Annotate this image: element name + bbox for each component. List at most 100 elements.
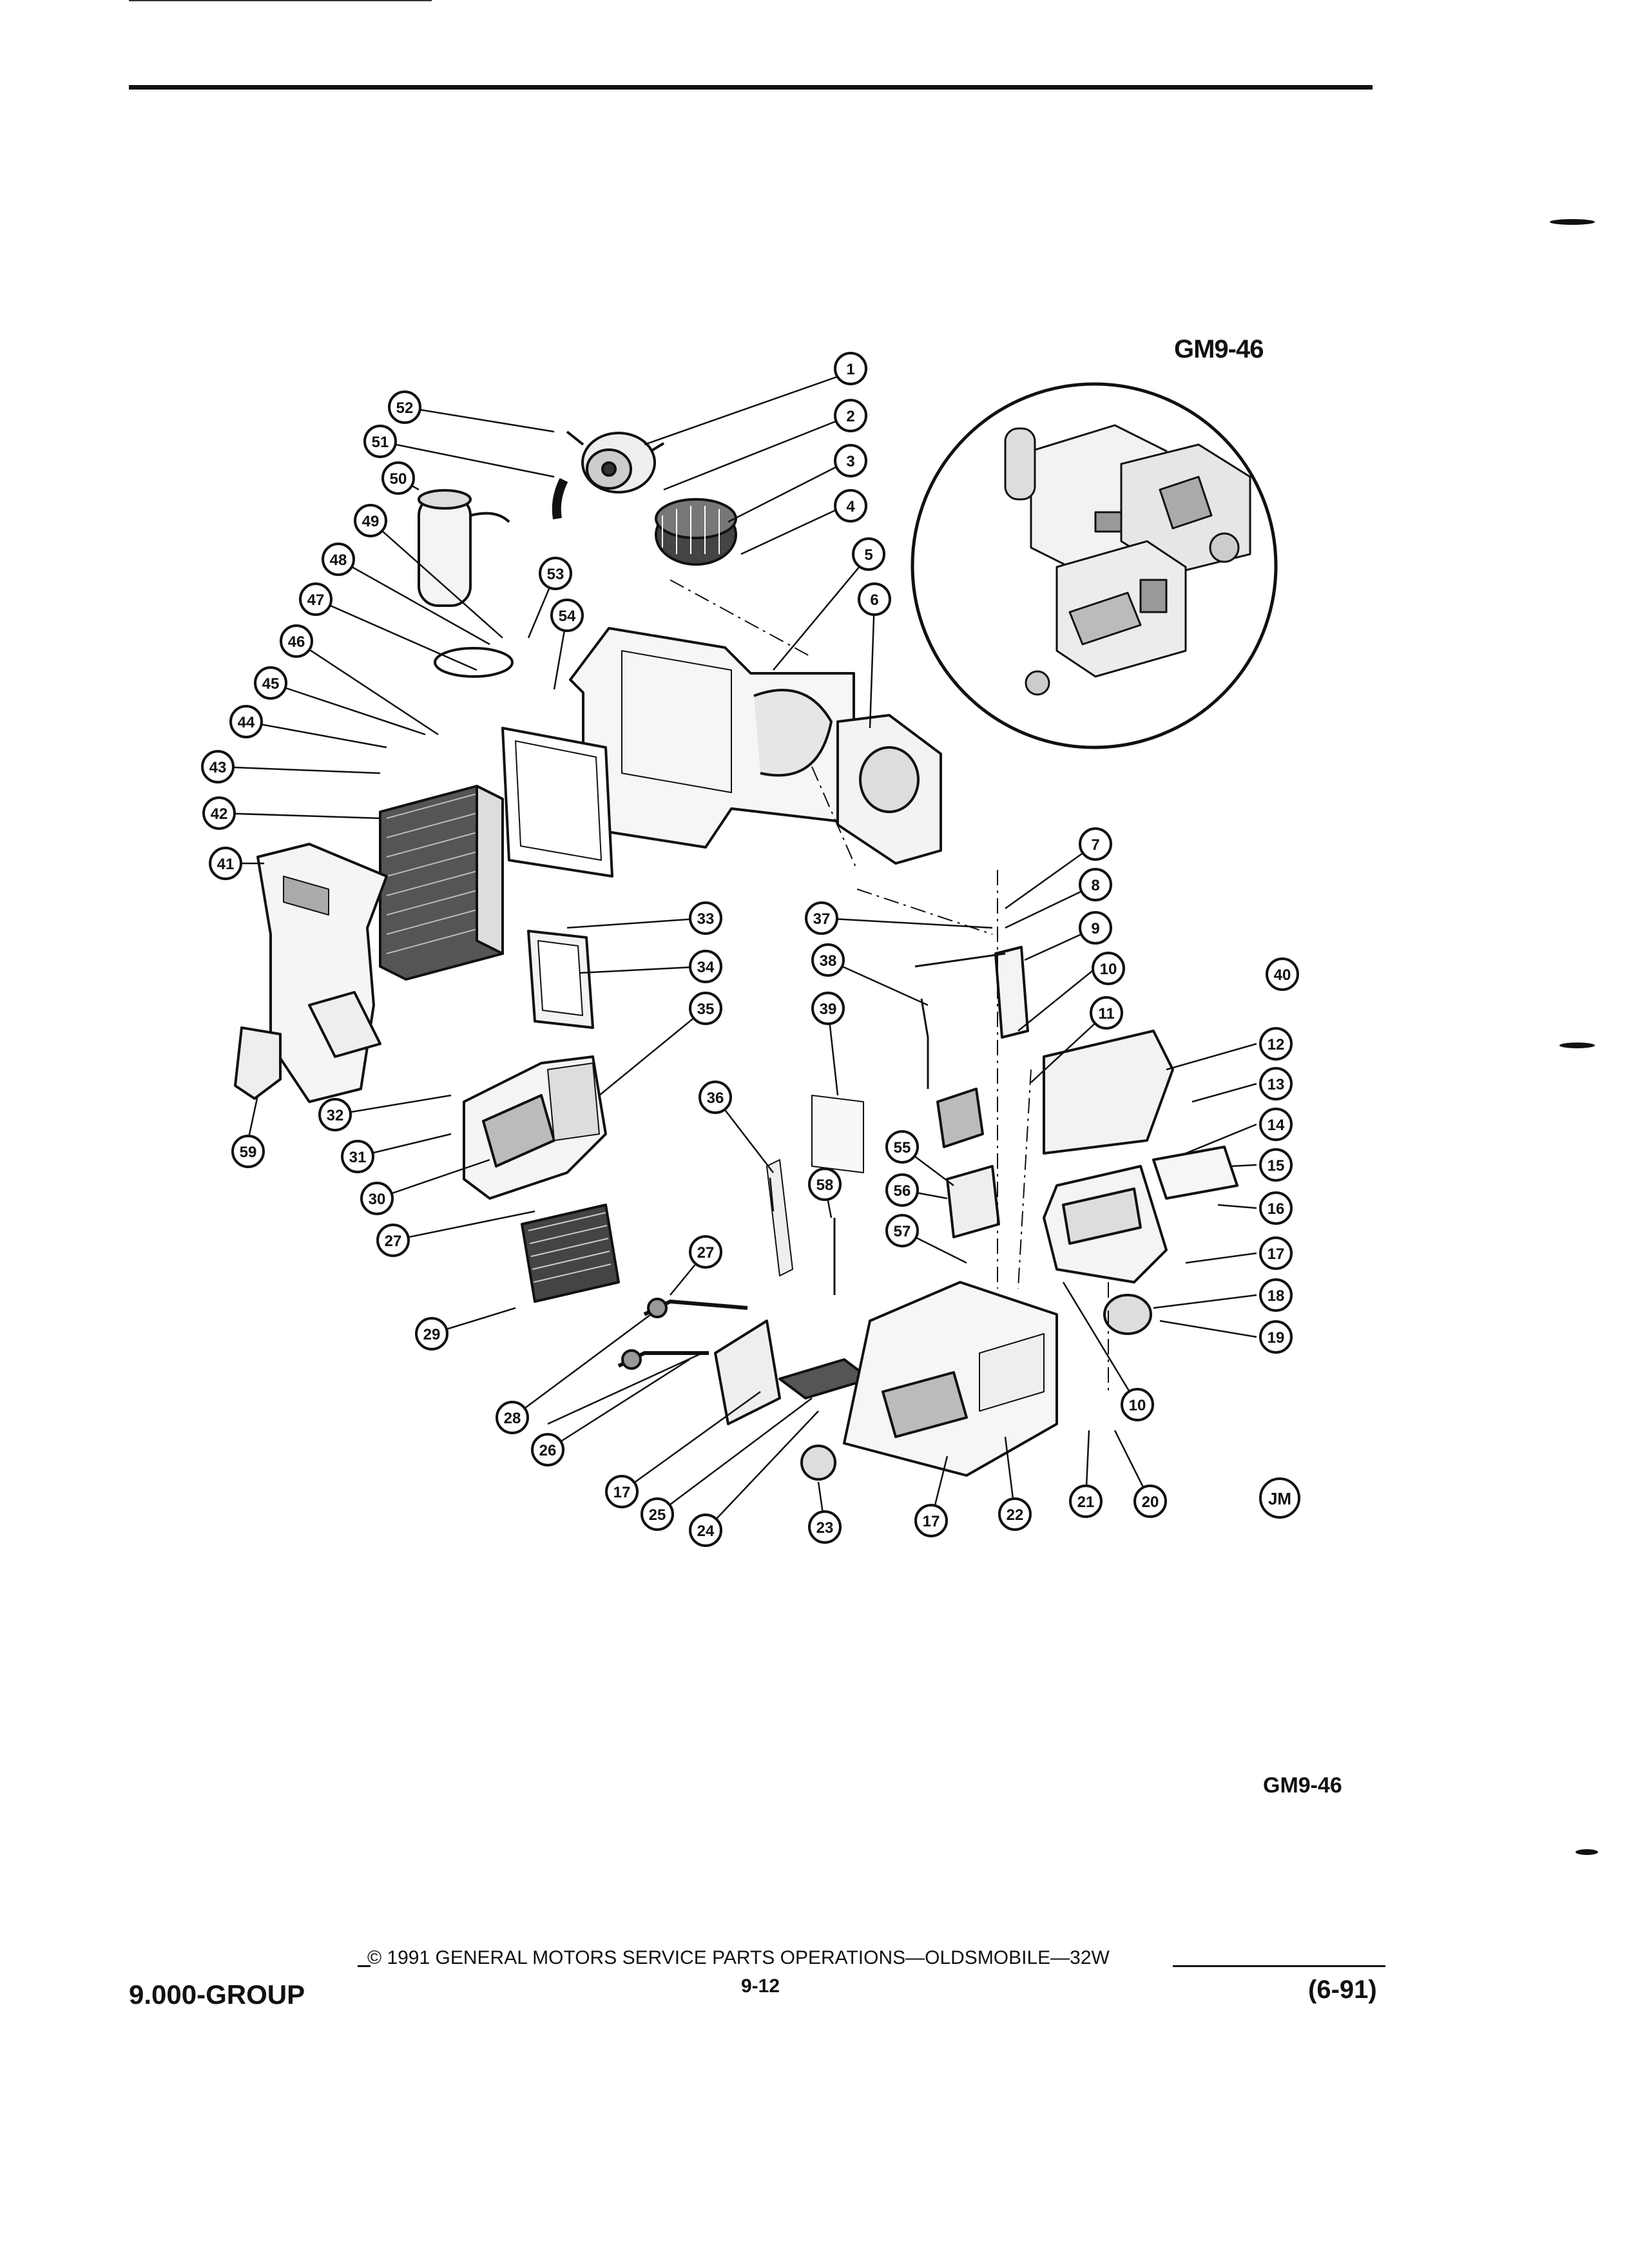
callout-13: 13 xyxy=(1259,1067,1293,1100)
callout-number: 24 xyxy=(697,1523,715,1540)
callout-26: 26 xyxy=(531,1433,564,1466)
callout-4: 4 xyxy=(834,489,867,523)
inset-circle xyxy=(911,382,1278,749)
callout-37: 37 xyxy=(805,901,838,935)
callout-57: 57 xyxy=(885,1214,919,1247)
callout-number: 57 xyxy=(894,1223,911,1240)
callout-59: 59 xyxy=(231,1135,265,1168)
callout-number: 59 xyxy=(240,1144,257,1161)
damper-disc xyxy=(1103,1294,1152,1335)
bracket xyxy=(234,1026,282,1100)
callout-52: 52 xyxy=(388,390,421,424)
callout-16: 16 xyxy=(1259,1191,1293,1225)
callout-15: 15 xyxy=(1259,1148,1293,1182)
upper-duct xyxy=(1043,1030,1174,1155)
callout-number: 10 xyxy=(1100,961,1117,978)
callout-number: 39 xyxy=(820,1001,837,1018)
callout-number: 15 xyxy=(1268,1157,1285,1175)
air-inlet-module xyxy=(463,1055,607,1200)
callout-29: 29 xyxy=(415,1317,448,1350)
callout-33: 33 xyxy=(689,901,722,935)
stamp-text: JM xyxy=(1268,1489,1291,1508)
callout-14: 14 xyxy=(1259,1108,1293,1141)
figure-code-caption: GM9-46 xyxy=(1263,1773,1342,1798)
callout-23: 23 xyxy=(808,1510,842,1544)
callout-1: 1 xyxy=(834,352,867,385)
vacuum-actuator xyxy=(800,1445,836,1481)
callout-number: 27 xyxy=(697,1244,715,1262)
callout-number: 26 xyxy=(539,1442,557,1459)
callout-40: 40 xyxy=(1266,957,1299,991)
callout-10: 10 xyxy=(1092,952,1125,985)
callout-number: 2 xyxy=(846,408,854,425)
edge-mark-bottom xyxy=(1576,1849,1598,1855)
callout-number: 17 xyxy=(923,1513,940,1530)
callout-43: 43 xyxy=(201,750,235,783)
callout-number: 29 xyxy=(423,1326,441,1343)
callout-number: 6 xyxy=(870,591,878,609)
control-plate xyxy=(946,1165,1000,1238)
callout-number: 9 xyxy=(1091,920,1099,937)
callout-34: 34 xyxy=(689,950,722,983)
callout-number: 4 xyxy=(846,498,855,515)
callout-number: 7 xyxy=(1091,836,1099,854)
callout-9: 9 xyxy=(1079,911,1112,945)
copyright-text: © 1991 GENERAL MOTORS SERVICE PARTS OPER… xyxy=(367,1947,1110,1968)
clamp xyxy=(434,647,514,678)
seal-pad xyxy=(811,1095,864,1173)
callout-21: 21 xyxy=(1069,1485,1103,1518)
callout-number: 51 xyxy=(372,434,389,451)
callout-number: 28 xyxy=(504,1410,521,1427)
evaporator-case xyxy=(256,843,388,1103)
callout-20: 20 xyxy=(1133,1485,1167,1518)
callout-number: 54 xyxy=(559,608,576,625)
callout-48: 48 xyxy=(322,543,355,576)
callout-31: 31 xyxy=(341,1140,374,1173)
callout-27: 27 xyxy=(689,1235,722,1269)
callout-55: 55 xyxy=(885,1130,919,1164)
callout-17: 17 xyxy=(914,1504,948,1537)
callout-2: 2 xyxy=(834,399,867,432)
callout-number: 56 xyxy=(894,1182,911,1200)
callout-number: 42 xyxy=(211,805,228,823)
callout-5: 5 xyxy=(852,537,885,571)
callout-number: 32 xyxy=(327,1107,344,1124)
callout-number: 5 xyxy=(864,546,872,564)
callout-number: 45 xyxy=(262,675,280,693)
callout-8: 8 xyxy=(1079,868,1112,901)
footer-rule-right xyxy=(1173,1965,1385,1967)
evaporator-core xyxy=(379,785,504,981)
inset-assembly xyxy=(1004,424,1251,696)
callout-22: 22 xyxy=(998,1497,1032,1531)
callout-number: 16 xyxy=(1268,1200,1285,1218)
callout-45: 45 xyxy=(254,666,287,700)
callout-number: 36 xyxy=(707,1090,724,1107)
lower-duct xyxy=(1043,1165,1168,1283)
callout-number: 33 xyxy=(697,910,715,928)
valve-plate xyxy=(714,1320,781,1425)
callout-49: 49 xyxy=(354,504,387,537)
parts-drawing xyxy=(217,374,1278,1531)
callout-number: 31 xyxy=(349,1149,367,1166)
lever-assembly xyxy=(617,1298,748,1370)
callout-number: 8 xyxy=(1091,877,1099,894)
distributor-case xyxy=(843,1281,1058,1477)
callout-number: 58 xyxy=(816,1177,834,1194)
callout-layer: 1234567891011121314151617181910202122172… xyxy=(201,352,1299,1547)
callout-number: 12 xyxy=(1268,1036,1285,1053)
revision-date: (6-91) xyxy=(1308,1975,1377,2004)
footer-rule-left xyxy=(358,1965,371,1967)
callout-number: 49 xyxy=(362,513,380,530)
callout-19: 19 xyxy=(1259,1320,1293,1354)
blower-housing xyxy=(569,627,855,849)
hose xyxy=(552,477,568,520)
callout-number: 43 xyxy=(209,759,227,776)
callout-number: 53 xyxy=(547,566,564,583)
callout-7: 7 xyxy=(1079,827,1112,861)
callout-35: 35 xyxy=(689,992,722,1025)
callout-number: 17 xyxy=(1268,1245,1285,1263)
callout-number: 46 xyxy=(288,633,305,651)
callout-53: 53 xyxy=(539,557,572,590)
callout-44: 44 xyxy=(229,705,263,738)
callout-12: 12 xyxy=(1259,1027,1293,1061)
